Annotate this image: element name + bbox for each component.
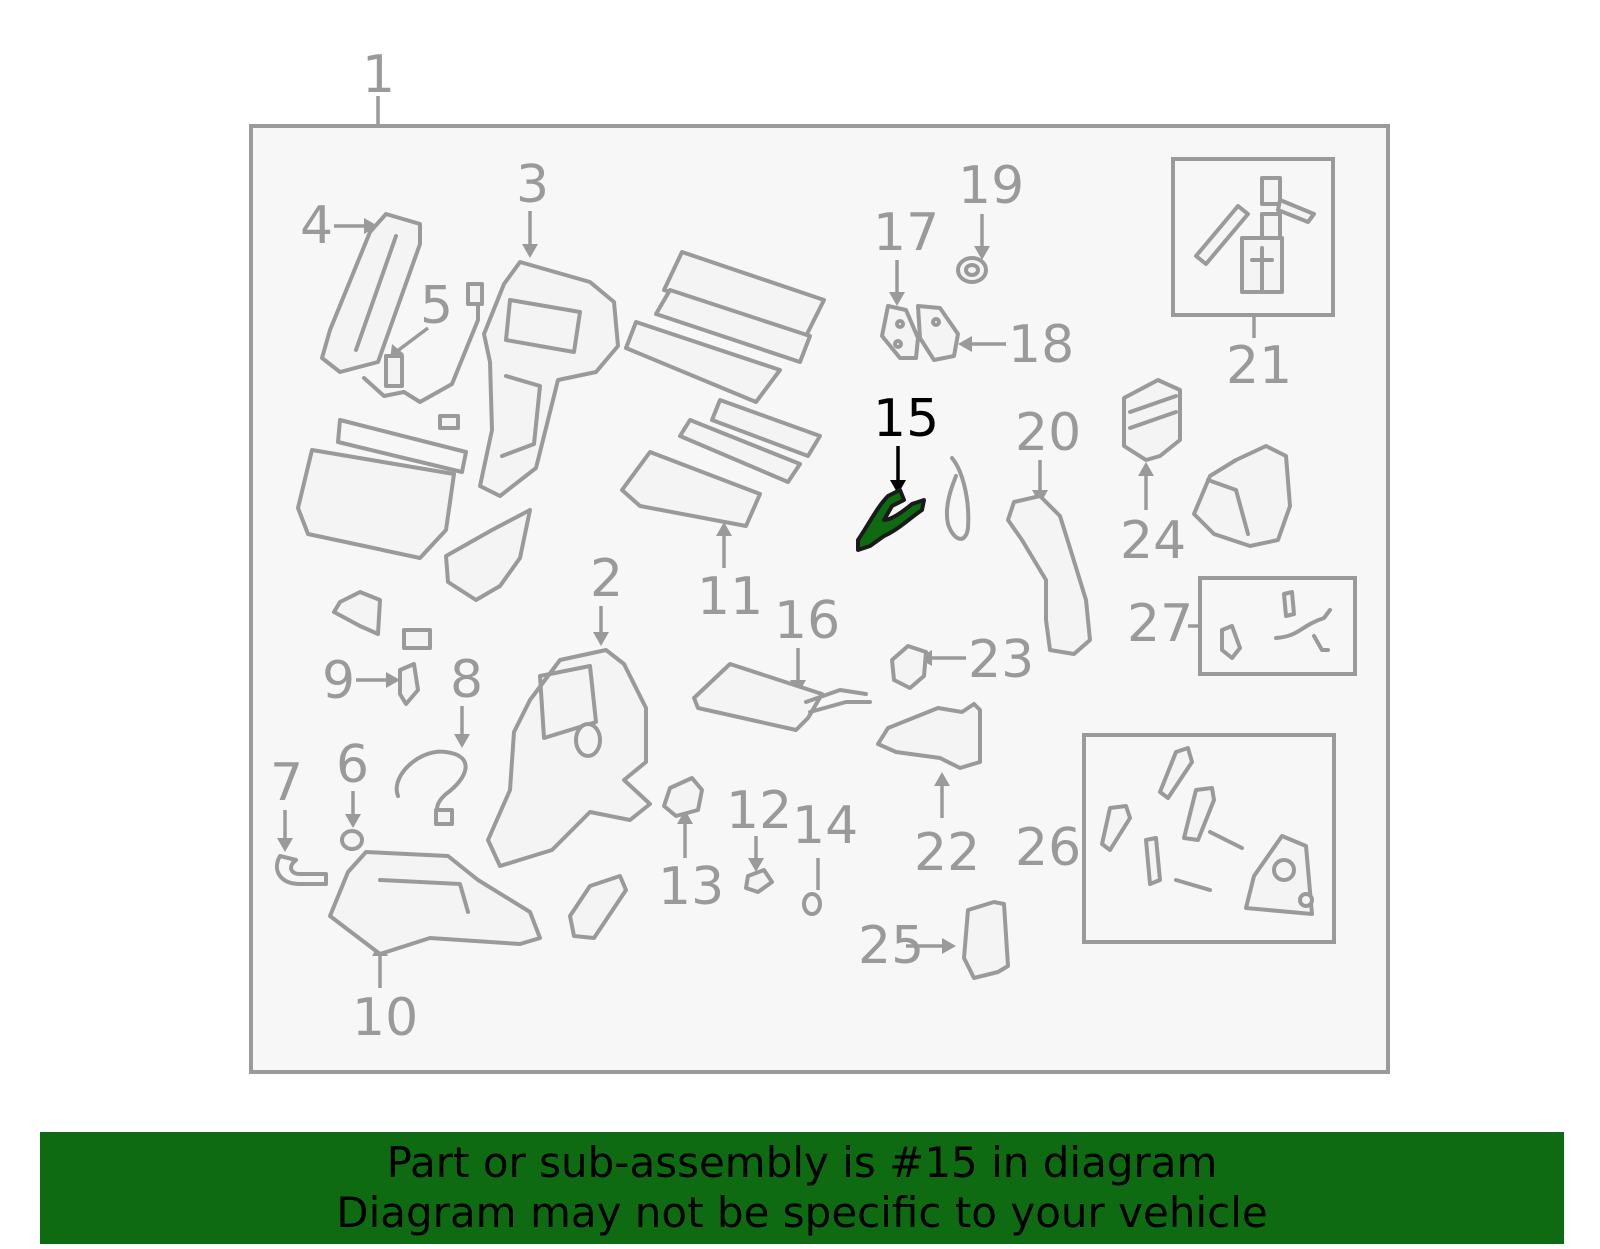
- callout-4: 4: [300, 196, 333, 256]
- callout-13: 13: [658, 857, 724, 917]
- part-19-grommet: [956, 256, 988, 284]
- part-27-kit: [1220, 590, 1332, 660]
- part-filter-cover: [296, 418, 468, 560]
- part-3-case-upper: [478, 260, 620, 498]
- callout-21: 21: [1226, 336, 1292, 396]
- callout-2: 2: [590, 549, 623, 609]
- part-7-clip: [274, 854, 328, 886]
- callout-24: 24: [1120, 511, 1186, 571]
- part-9-sensor: [332, 590, 432, 706]
- part-blower: [1192, 444, 1292, 548]
- callout-23: 23: [968, 630, 1034, 690]
- callout-26: 26: [1015, 818, 1081, 878]
- callout-20: 20: [1015, 403, 1081, 463]
- banner-disclaimer-text: Diagram may not be specific to your vehi…: [336, 1188, 1268, 1237]
- callout-15: 15: [873, 389, 939, 449]
- part-6-grommet: [340, 829, 364, 851]
- part-20-duct: [1006, 494, 1092, 656]
- callout-18: 18: [1008, 315, 1074, 375]
- callout-3: 3: [516, 155, 549, 215]
- callout-17: 17: [873, 203, 939, 263]
- callout-14: 14: [792, 796, 858, 856]
- part-25-housing: [962, 900, 1010, 980]
- part-bracket: [438, 414, 532, 602]
- part-24-actuator: [1122, 378, 1182, 462]
- part-gasket: [568, 874, 628, 940]
- callout-10: 10: [352, 988, 418, 1048]
- part-23-actuator: [890, 644, 928, 690]
- part-12-bushing: [744, 868, 774, 894]
- callout-12: 12: [726, 781, 792, 841]
- leader-lines: [277, 211, 1256, 988]
- banner-part-text: Part or sub-assembly is #15 in diagram: [386, 1138, 1218, 1187]
- part-17-gasket: [880, 304, 920, 360]
- callout-19: 19: [958, 156, 1024, 216]
- part-bracket-right: [945, 456, 971, 541]
- info-banner: Part or sub-assembly is #15 in diagram D…: [40, 1132, 1564, 1244]
- part-5-harness: [362, 282, 484, 404]
- callout-7: 7: [270, 753, 303, 813]
- part-4-duct: [320, 212, 422, 374]
- part-11-evaporator: [620, 250, 826, 528]
- part-26-kit: [1100, 746, 1314, 916]
- part-22-duct: [876, 702, 982, 770]
- kit-box-26: [1082, 733, 1336, 944]
- callout-6: 6: [336, 735, 369, 795]
- part-2-case-lower: [486, 648, 652, 868]
- part-8-cable: [394, 749, 468, 826]
- part-10-tray: [328, 850, 542, 956]
- part-13-actuator: [662, 776, 704, 818]
- kit-box-27: [1198, 576, 1357, 676]
- part-18-gasket: [916, 304, 960, 362]
- callout-16: 16: [774, 591, 840, 651]
- callout-8: 8: [450, 650, 483, 710]
- callout-9: 9: [322, 651, 355, 711]
- callout-22: 22: [914, 823, 980, 883]
- part-16-heater-core: [692, 662, 872, 732]
- callout-11: 11: [697, 567, 763, 627]
- part-15-pipe: [856, 488, 926, 552]
- part-14-oring: [802, 892, 822, 916]
- callout-27: 27: [1127, 594, 1193, 654]
- kit-box-21: [1171, 157, 1335, 317]
- part-21-kit: [1194, 176, 1316, 294]
- callout-5: 5: [420, 276, 453, 336]
- callout-1: 1: [362, 45, 395, 105]
- parts-diagram: 1 2 3 4 5 6 7 8 9 10 11 12 13 14 15 16 1…: [249, 45, 1390, 1074]
